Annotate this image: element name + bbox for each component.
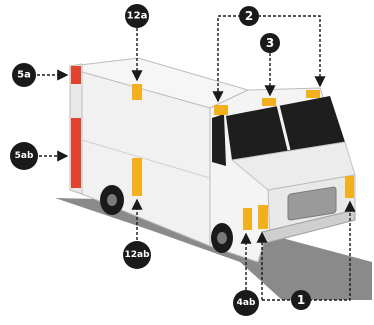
callout-2-text: 2 xyxy=(245,9,253,23)
marking-5ab-red xyxy=(71,118,81,188)
callout-5a: 5a xyxy=(12,63,36,87)
marking-4ab-side xyxy=(243,208,252,230)
callout-12ab: 12ab xyxy=(123,241,151,269)
callout-5ab: 5ab xyxy=(10,142,38,170)
callout-3-text: 3 xyxy=(266,36,274,50)
marking-5a-red xyxy=(71,66,81,84)
marking-2-right xyxy=(306,90,320,98)
callout-12ab-text: 12ab xyxy=(124,250,150,260)
callout-2: 2 xyxy=(239,6,259,26)
callout-5ab-text: 5ab xyxy=(15,151,34,161)
callout-12a: 12a xyxy=(125,4,149,28)
callout-4ab-text: 4ab xyxy=(237,298,256,308)
callout-1: 1 xyxy=(291,290,311,310)
callout-1-text: 1 xyxy=(297,293,305,307)
callout-3: 3 xyxy=(260,33,280,53)
marking-3 xyxy=(262,98,276,106)
marking-1-left xyxy=(258,205,268,229)
marking-1-right xyxy=(345,176,354,198)
marking-12ab xyxy=(132,158,142,196)
callout-12a-text: 12a xyxy=(127,11,148,22)
callout-4ab: 4ab xyxy=(233,290,259,316)
cab-side-window xyxy=(212,114,226,166)
marking-12a xyxy=(132,84,142,100)
callout-5a-text: 5a xyxy=(17,70,31,81)
marking-2-left xyxy=(214,105,228,115)
